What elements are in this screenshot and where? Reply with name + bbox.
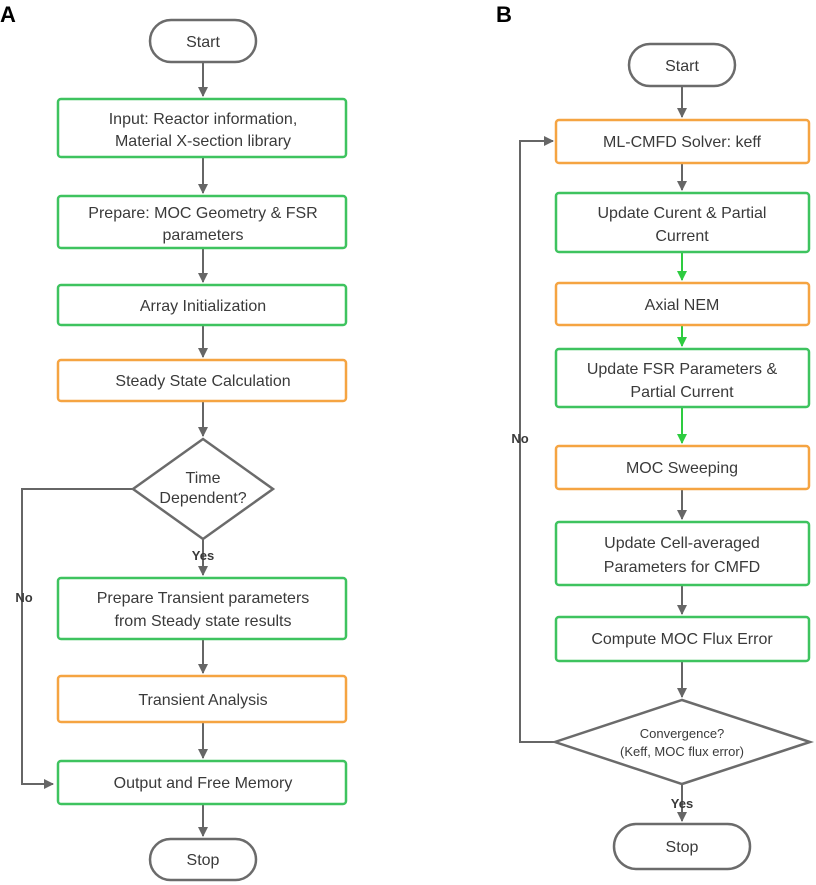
node-a-transient: Transient Analysis	[56, 674, 348, 724]
node-a-stop: Stop	[148, 837, 258, 882]
node-a-transient-label: Transient Analysis	[138, 692, 267, 709]
node-a-output: Output and Free Memory	[56, 759, 348, 806]
node-b-flux-error-label: Compute MOC Flux Error	[591, 631, 773, 648]
node-b-axial: Axial NEM	[554, 281, 811, 327]
node-a-input-line1: Input: Reactor information,	[109, 111, 298, 128]
node-b-update-fsr-line1: Update FSR Parameters &	[587, 361, 778, 378]
node-a-prepare-line1: Prepare: MOC Geometry & FSR	[88, 205, 317, 222]
node-b-axial-label: Axial NEM	[645, 297, 720, 314]
node-a-steady: Steady State Calculation	[56, 358, 348, 403]
node-b-update-fsr-line2: Partial Current	[630, 384, 734, 401]
node-a-transient-prep-line1: Prepare Transient parameters	[97, 590, 310, 607]
node-a-decision-line1: Time	[186, 470, 221, 487]
node-b-convergence-line1: Convergence?	[640, 726, 725, 741]
node-a-decision-line2: Dependent?	[159, 490, 246, 507]
edge-b-yes-label: Yes	[671, 796, 693, 811]
node-b-sweeping: MOC Sweeping	[554, 444, 811, 491]
node-b-update-current: Update Curent & Partial Current	[554, 191, 811, 254]
node-a-output-label: Output and Free Memory	[114, 775, 293, 792]
node-b-update-fsr: Update FSR Parameters & Partial Current	[554, 347, 811, 409]
node-a-array-init: Array Initialization	[56, 283, 348, 327]
node-b-update-current-line2: Current	[655, 228, 709, 245]
panel-b-label: B	[496, 2, 512, 27]
node-b-start-label: Start	[665, 58, 699, 75]
node-a-start-label: Start	[186, 34, 220, 51]
node-a-input: Input: Reactor information, Material X-s…	[56, 97, 348, 159]
node-a-prepare-line2: parameters	[163, 227, 244, 244]
node-b-update-current-line1: Update Curent & Partial	[598, 205, 767, 222]
node-b-convergence-line2: (Keff, MOC flux error)	[620, 744, 744, 759]
panel-a-edges	[21, 62, 208, 837]
node-b-flux-error: Compute MOC Flux Error	[554, 615, 811, 663]
edge-b-no-loop	[519, 136, 555, 743]
node-b-convergence: Convergence? (Keff, MOC flux error)	[551, 698, 815, 786]
node-a-transient-prep-line2: from Steady state results	[115, 613, 292, 630]
node-b-stop: Stop	[612, 822, 752, 871]
node-b-start: Start	[627, 42, 737, 88]
node-b-cmfd: ML-CMFD Solver: keff	[554, 118, 811, 165]
node-b-update-cell: Update Cell-averaged Parameters for CMFD	[554, 520, 811, 587]
node-a-steady-label: Steady State Calculation	[115, 373, 290, 390]
edge-b-no-label: No	[511, 431, 528, 446]
node-a-transient-prep: Prepare Transient parameters from Steady…	[56, 576, 348, 641]
node-b-update-cell-line2: Parameters for CMFD	[604, 559, 760, 576]
node-a-array-init-label: Array Initialization	[140, 298, 266, 315]
node-b-stop-label: Stop	[666, 839, 699, 856]
node-a-decision: Time Dependent?	[130, 437, 276, 541]
node-b-update-cell-line1: Update Cell-averaged	[604, 535, 760, 552]
node-a-input-line2: Material X-section library	[115, 133, 291, 150]
edge-a-yes-label: Yes	[192, 548, 214, 563]
node-b-sweeping-label: MOC Sweeping	[626, 460, 738, 477]
node-a-prepare: Prepare: MOC Geometry & FSR parameters	[56, 194, 348, 250]
node-a-start: Start	[148, 18, 258, 64]
node-a-stop-label: Stop	[187, 852, 220, 869]
panel-b-edges	[519, 86, 687, 822]
panel-a-label: A	[0, 2, 16, 27]
node-b-cmfd-label: ML-CMFD Solver: keff	[603, 134, 762, 151]
edge-a-no-label: No	[15, 590, 32, 605]
edge-a-no-branch	[21, 488, 133, 789]
